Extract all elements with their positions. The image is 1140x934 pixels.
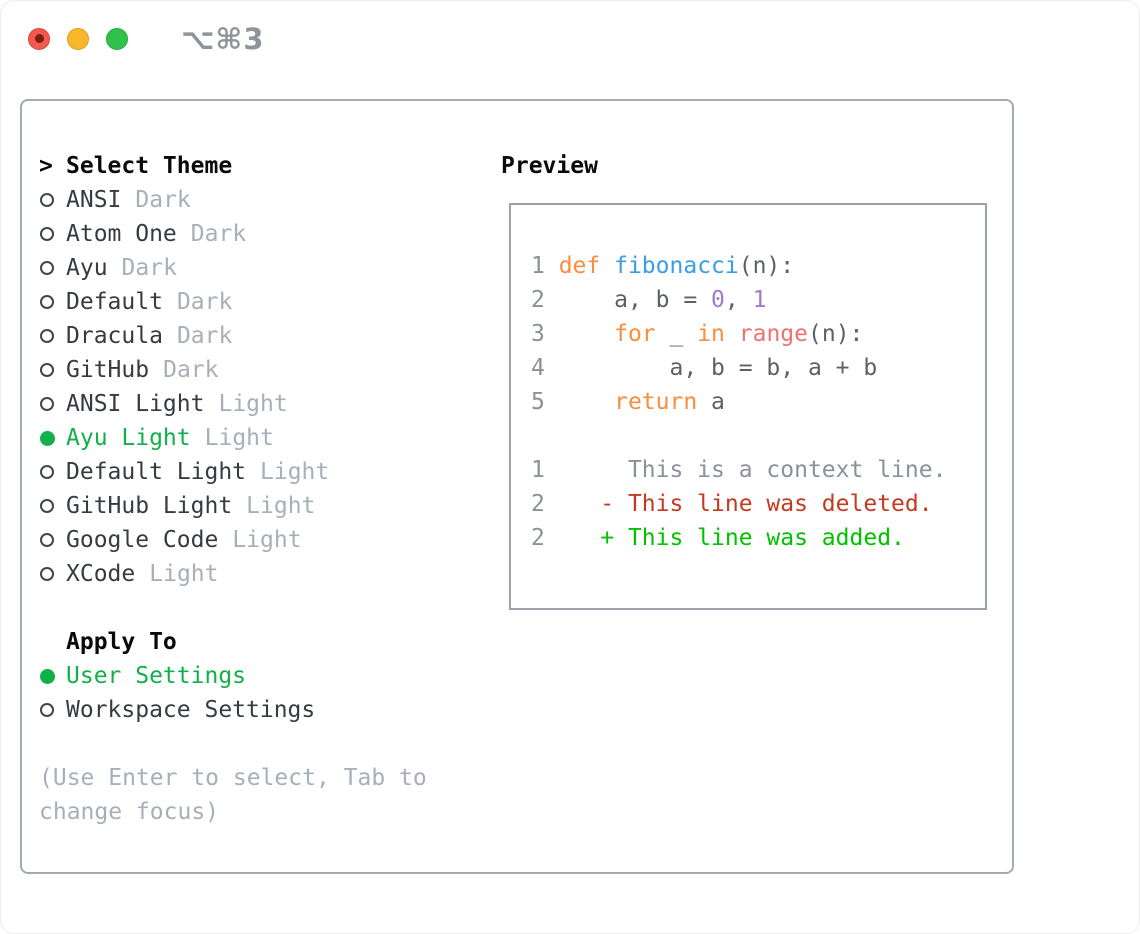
window-title-shortcut: ⌥⌘3 [181,21,265,56]
apply-option[interactable]: Workspace Settings [39,693,489,727]
titlebar: ⌥⌘3 [1,1,1139,76]
code-line: 3 for _ in range(n): [531,321,864,347]
theme-variant-tag: Light [260,459,330,485]
preview-header: Preview [501,153,598,179]
radio-selected-icon[interactable] [40,430,55,446]
close-dot-icon [34,34,44,43]
radio-unselected-icon[interactable] [40,329,54,343]
radio-unselected-icon[interactable] [40,261,54,275]
theme-option[interactable]: ANSI Dark [39,183,489,217]
select-theme-header-row: > Select Theme [39,149,489,183]
radio-unselected-icon[interactable] [40,227,54,241]
radio-gutter [39,533,66,547]
code-line: 1 def fibonacci(n): [531,253,795,279]
code-line: 5 return a [531,389,725,415]
radio-gutter [39,465,66,479]
theme-option-label: GitHub [66,357,150,383]
theme-variant-tag: Light [232,527,302,553]
radio-gutter [39,397,66,411]
apply-to-header: Apply To [66,629,177,655]
theme-variant-tag: Dark [190,221,247,247]
apply-option-label: User Settings [66,663,247,689]
radio-gutter [39,261,66,275]
theme-option-label: Ayu Light [66,425,191,451]
theme-variant-tag: Dark [163,357,219,383]
theme-variant-tag: Dark [121,255,177,281]
theme-variant-tag: Light [218,391,288,417]
code-line: 1 This is a context line. [531,457,947,483]
theme-option[interactable]: XCode Light [39,557,489,591]
code-line [531,419,985,453]
theme-option[interactable]: Default Light Light [39,455,489,489]
theme-option-label: GitHub Light [66,493,233,519]
code-line: 4 a, b = b, a + b [531,355,878,381]
code-line: 2 a, b = 0, 1 [531,287,767,313]
theme-option-label: Atom One [66,221,177,247]
theme-option-label: Default Light [66,459,247,485]
theme-option[interactable]: GitHub Light Light [39,489,489,523]
zoom-button[interactable] [106,27,128,50]
radio-gutter [39,363,66,377]
radio-unselected-icon[interactable] [40,703,54,717]
radio-unselected-icon[interactable] [40,193,54,207]
radio-unselected-icon[interactable] [40,363,54,377]
theme-option[interactable]: Ayu Light Light [39,421,489,455]
spacer [39,591,489,625]
radio-gutter [39,193,66,207]
theme-variant-tag: Light [246,493,316,519]
radio-gutter [39,567,66,581]
close-button[interactable] [28,27,50,50]
radio-gutter [39,430,66,446]
minimize-button[interactable] [67,27,89,50]
preview-code: 1 def fibonacci(n): 2 a, b = 0, 1 3 for _ … [531,249,985,555]
radio-unselected-icon[interactable] [40,533,54,547]
apply-to-header-row: Apply To [39,625,489,659]
theme-option[interactable]: Ayu Dark [39,251,489,285]
theme-option[interactable]: GitHub Dark [39,353,489,387]
theme-option-label: Ayu [66,255,108,281]
radio-unselected-icon[interactable] [40,295,54,309]
code-line: 2 - This line was deleted. [531,491,933,517]
theme-option-label: Dracula [66,323,163,349]
radio-gutter [39,499,66,513]
theme-option[interactable]: ANSI Light Light [39,387,489,421]
apply-option-label: Workspace Settings [66,697,316,723]
select-theme-header: Select Theme [66,153,233,179]
radio-gutter [39,668,66,684]
preview-column: Preview 1 def fibonacci(n): 2 a, b = 0, 1… [501,149,1001,610]
theme-option-label: XCode [66,561,136,587]
radio-gutter [39,295,66,309]
theme-variant-tag: Light [204,425,274,451]
theme-variant-tag: Dark [176,289,233,315]
focus-prompt-icon: > [39,153,53,179]
radio-gutter [39,703,66,717]
theme-option[interactable]: Google Code Light [39,523,489,557]
theme-variant-tag: Dark [176,323,233,349]
theme-option-label: ANSI Light [66,391,205,417]
radio-unselected-icon[interactable] [40,499,54,513]
apply-option[interactable]: User Settings [39,659,489,693]
radio-unselected-icon[interactable] [40,567,54,581]
code-line: 2 + This line was added. [531,525,905,551]
theme-option-label: Google Code [66,527,219,553]
theme-option-label: ANSI [66,187,122,213]
preview-box: 1 def fibonacci(n): 2 a, b = 0, 1 3 for _ … [509,203,987,610]
theme-variant-tag: Light [149,561,219,587]
radio-selected-icon[interactable] [40,668,55,684]
radio-gutter [39,227,66,241]
radio-unselected-icon[interactable] [40,465,54,479]
theme-variant-tag: Dark [135,187,191,213]
radio-unselected-icon[interactable] [40,397,54,411]
theme-option-label: Default [66,289,163,315]
hint-text: (Use Enter to select, Tab to change focu… [39,765,427,825]
theme-option[interactable]: Default Dark [39,285,489,319]
radio-gutter [39,329,66,343]
spacer [39,727,489,761]
theme-option[interactable]: Dracula Dark [39,319,489,353]
theme-option[interactable]: Atom One Dark [39,217,489,251]
